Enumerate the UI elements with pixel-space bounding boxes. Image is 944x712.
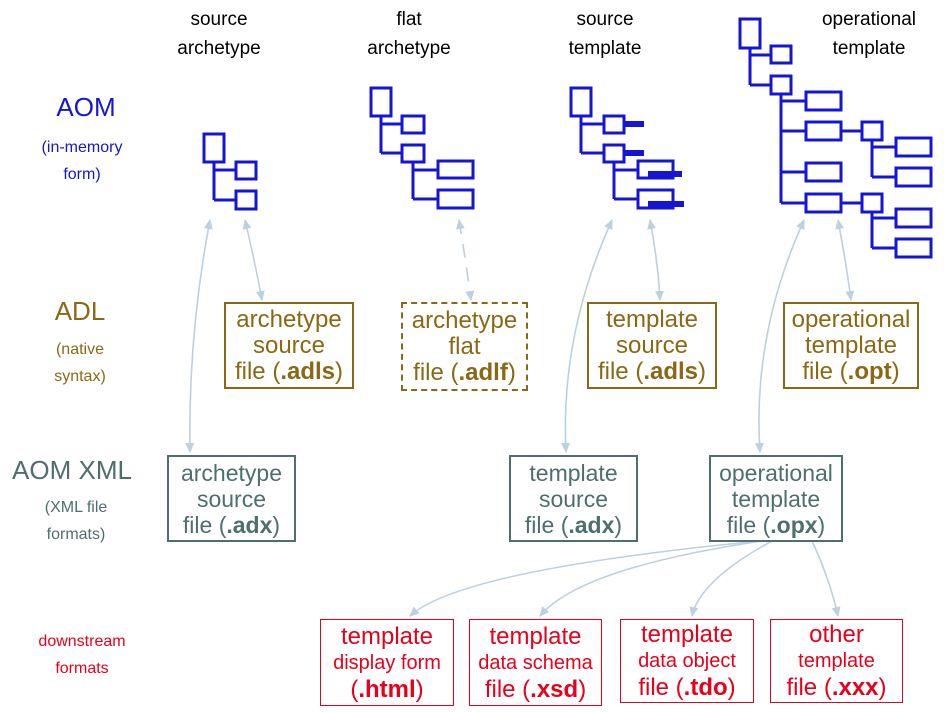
tree-node	[602, 143, 626, 164]
tree-node	[234, 160, 258, 181]
tree-node	[860, 192, 884, 214]
tree-node	[804, 192, 843, 214]
tree-connector	[748, 48, 771, 87]
arrow-aom-to-adlf	[456, 218, 475, 302]
downstream-data-schema-box: template data schema file (.xsd)	[469, 619, 602, 706]
tree-node	[436, 159, 475, 180]
arrow-aom-to-adls	[242, 218, 265, 302]
downstream-display-form-box: template display form (.html)	[320, 619, 454, 706]
aom-tree-source-template	[569, 86, 684, 210]
arrows	[185, 218, 855, 618]
arrow-opx-to-tdo	[689, 540, 773, 618]
row-title-aom-xml: AOM XML	[12, 455, 132, 485]
tree-connector	[870, 140, 896, 179]
tree-node	[400, 143, 426, 164]
tree-node	[769, 44, 793, 65]
arrow-optemplate-to-opt	[835, 218, 855, 302]
tree-node	[860, 120, 884, 142]
aom-tree-source-archetype	[202, 132, 258, 211]
tree-node	[738, 17, 762, 50]
tree-connector	[870, 212, 896, 250]
tree-node	[400, 114, 426, 135]
tree-node	[234, 189, 258, 211]
tree-node	[569, 86, 593, 118]
tree-connector	[779, 94, 806, 205]
arrow-template-to-adx	[561, 218, 613, 454]
downstream-data-object-box: template data object file (.tdo)	[620, 619, 754, 703]
tree-node	[202, 132, 226, 164]
tree-node	[894, 166, 933, 188]
arrow-opx-to-xsd	[539, 540, 763, 617]
tree-node	[369, 86, 393, 118]
aom-tree-operational-template	[738, 17, 933, 259]
tree-node	[804, 90, 843, 112]
tree-connector	[579, 116, 604, 155]
arrow-optemplate-to-opx	[754, 218, 805, 454]
row-title-aom: AOM	[56, 92, 116, 122]
adl-template-source-file-box: template source file (.adls)	[587, 302, 717, 389]
arrow-template-to-adls	[647, 218, 665, 302]
tree-node	[436, 188, 475, 210]
aom-tree-flat-archetype	[369, 86, 475, 210]
tree-node	[636, 159, 675, 180]
arrow-opx-to-html	[409, 540, 761, 617]
xml-operational-template-file-box: operational template file (.opx)	[709, 455, 843, 542]
tree-connector	[212, 162, 236, 202]
tree-node	[894, 136, 933, 158]
arrow-aom-to-adx	[185, 218, 213, 454]
tree-connector	[841, 129, 862, 205]
slot-marker	[624, 121, 684, 207]
downstream-other-template-box: other template file (.xxx)	[770, 619, 903, 703]
tree-connector	[411, 162, 438, 201]
xml-template-source-file-box: template source file (.adx)	[509, 455, 638, 542]
tree-node	[894, 237, 933, 259]
tree-node	[804, 161, 843, 183]
tree-node	[804, 120, 843, 142]
adl-operational-template-file-box: operational template file (.opt)	[783, 302, 919, 389]
adl-archetype-flat-file-box: archetype flat file (.adlf)	[401, 302, 528, 391]
tree-node	[636, 188, 675, 210]
tree-node	[894, 207, 933, 229]
arrow-opx-to-xxx	[811, 540, 841, 618]
tree-connector	[612, 162, 638, 201]
row-title-adl: ADL	[54, 296, 106, 326]
tree-node	[602, 114, 626, 135]
tree-node	[769, 74, 793, 96]
xml-archetype-source-file-box: archetype source file (.adx)	[167, 455, 296, 542]
tree-connector	[379, 116, 402, 155]
adl-archetype-source-file-box: archetype source file (.adls)	[224, 302, 354, 389]
